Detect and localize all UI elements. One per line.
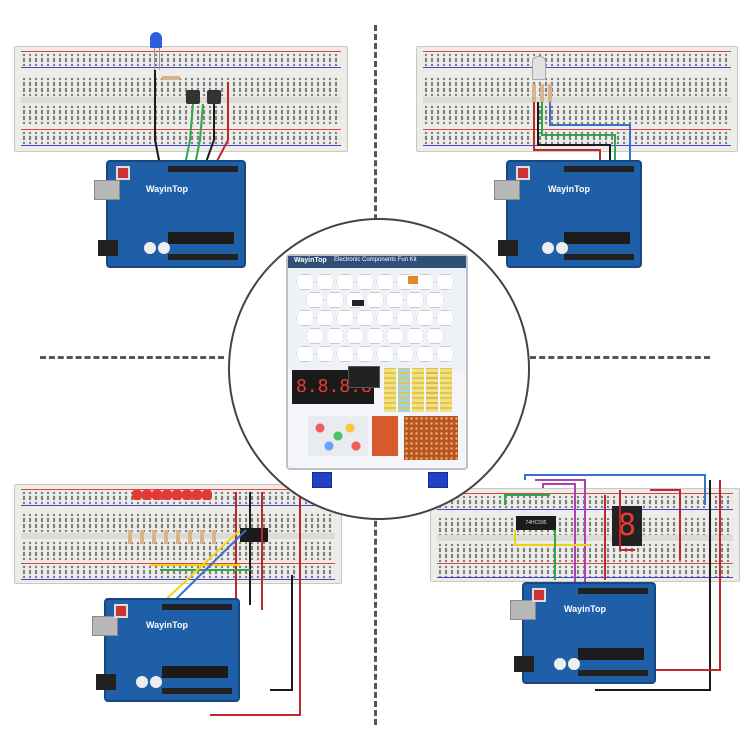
kit-header: WayinTop Electronic Components Fun Kit: [288, 256, 466, 268]
kit-title: Electronic Components Fun Kit: [334, 257, 417, 263]
push-button: [207, 90, 221, 104]
breadboard: [14, 46, 348, 152]
arduino-board: WayinTop: [494, 160, 642, 268]
box-clip-right: [428, 472, 448, 488]
shift-register-ic: 74HC595: [516, 516, 556, 530]
rgb-led: [532, 56, 546, 80]
board-logo: WayinTop: [146, 620, 188, 630]
board-logo: WayinTop: [146, 184, 188, 194]
blue-led: [150, 32, 162, 48]
box-clip-left: [312, 472, 332, 488]
board-logo: WayinTop: [564, 604, 606, 614]
push-button: [186, 90, 200, 104]
resistor-strip: [440, 368, 452, 412]
prototype-pcb: [404, 416, 458, 460]
component-bag: [372, 416, 398, 456]
board-logo: WayinTop: [548, 184, 590, 194]
kit-brand: WayinTop: [294, 257, 327, 264]
resistor-strip: [426, 368, 438, 412]
arduino-board: WayinTop: [92, 598, 240, 702]
seven-segment-display: 8: [612, 506, 642, 546]
resistor: [532, 84, 536, 102]
arduino-board: WayinTop: [510, 582, 656, 684]
wires: [154, 70, 229, 166]
wires: [533, 102, 631, 168]
horizontal-divider-right: [530, 356, 710, 359]
component-kit-box: WayinTop Electronic Components Fun Kit 8…: [286, 254, 468, 470]
resistor: [540, 84, 544, 102]
kit-lid: WayinTop Electronic Components Fun Kit: [288, 256, 466, 370]
led-array-and-wires: [128, 490, 301, 716]
resistor: [548, 84, 552, 102]
led-assortment: [308, 416, 368, 456]
resistor-strip: [412, 368, 424, 412]
resistor-strip: [398, 368, 410, 412]
power-module: [348, 366, 380, 388]
resistor-strip: [384, 368, 396, 412]
arduino-board: WayinTop: [94, 160, 246, 268]
resistor: [162, 76, 180, 80]
shift-register-ic: [240, 528, 268, 542]
horizontal-divider-left: [40, 356, 224, 359]
wires: [504, 474, 721, 691]
